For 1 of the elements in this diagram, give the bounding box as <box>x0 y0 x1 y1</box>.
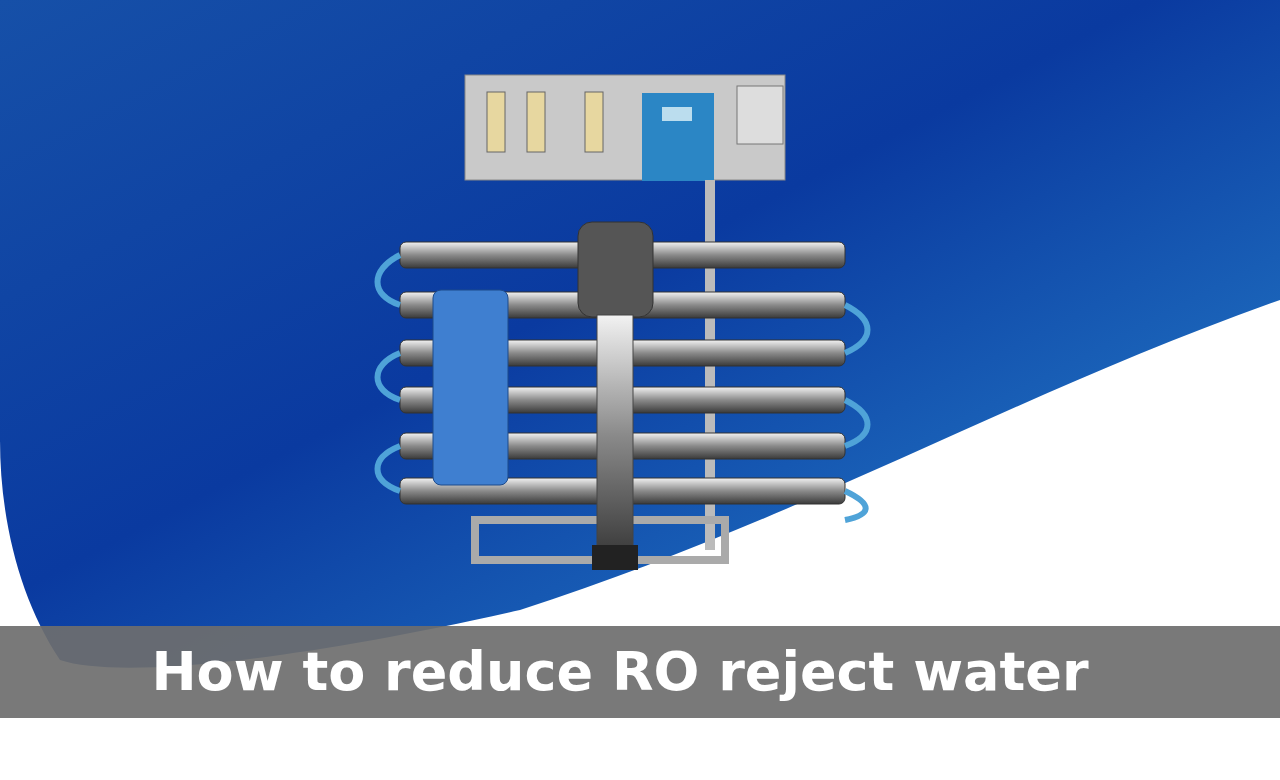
title: How to reduce RO reject water <box>0 626 1280 718</box>
